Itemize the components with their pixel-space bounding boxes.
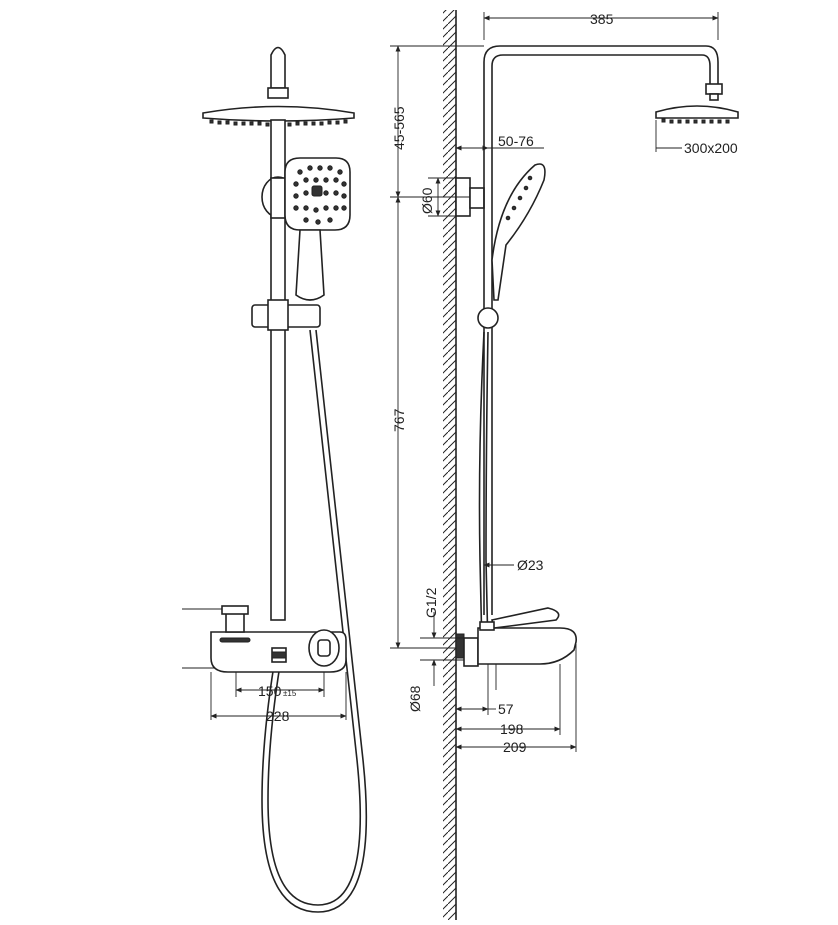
side-rain-head — [655, 105, 739, 119]
dim-mixer-width: 228 — [266, 708, 290, 724]
shower-hose — [267, 329, 362, 906]
side-mixer — [455, 607, 577, 690]
dim-escutcheon-dia: Ø68 — [407, 685, 423, 712]
dim-arm-length: 385 — [590, 11, 614, 27]
hand-shower — [284, 157, 351, 301]
dim-head-size: 300x200 — [684, 140, 738, 156]
side-slider — [477, 307, 499, 329]
slider-holder — [251, 299, 321, 331]
side-hand-shower — [491, 163, 546, 301]
shower-arm — [483, 45, 719, 186]
dim-bar-length: 767 — [391, 408, 407, 432]
rain-shower-head — [202, 105, 355, 127]
dim-pipe-dia: Ø23 — [517, 557, 544, 573]
dim-height-range: 45-565 — [391, 106, 407, 150]
dim-spout-depth: 198 — [500, 721, 524, 737]
thermostatic-mixer — [210, 605, 347, 673]
dim-centre-tolerance: ±15 — [283, 689, 297, 698]
riser-pipe — [270, 119, 286, 621]
dim-total-depth: 209 — [503, 739, 527, 755]
dim-bracket-dia: Ø60 — [419, 187, 435, 214]
side-view — [390, 10, 739, 920]
dim-centre-distance: 150 — [258, 683, 282, 699]
dim-inlet-offset: 57 — [498, 701, 514, 717]
wall-hatch — [443, 10, 456, 920]
dim-wall-distance: 50-76 — [498, 133, 534, 149]
dimension-labels: 385 300x200 45-565 50-76 Ø60 767 Ø23 G1/… — [258, 11, 738, 755]
dim-inlet-thread: G1/2 — [423, 587, 439, 618]
head-connector — [270, 46, 286, 89]
front-view — [182, 46, 368, 913]
